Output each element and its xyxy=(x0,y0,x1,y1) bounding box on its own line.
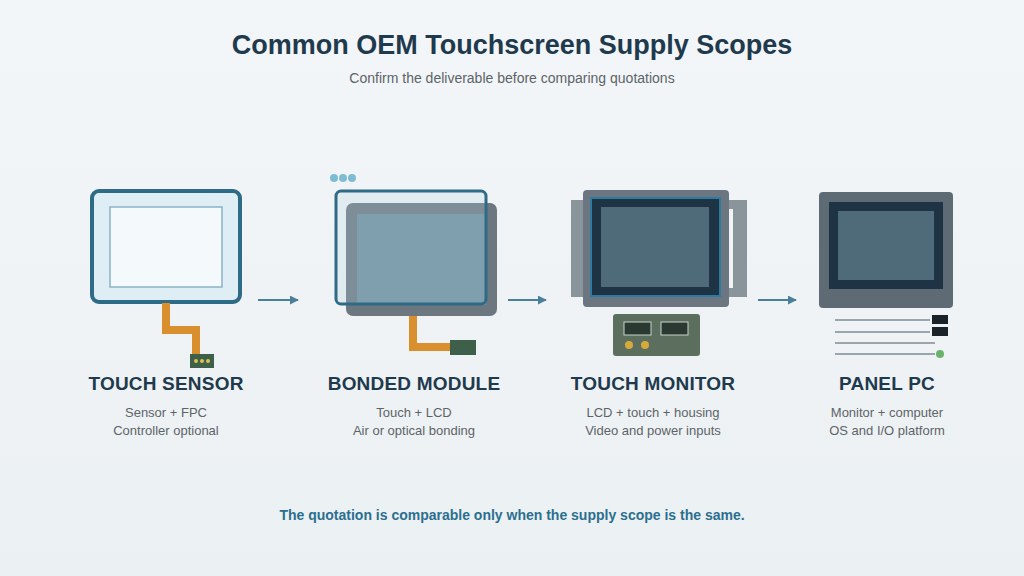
scope-description: Monitor + computer xyxy=(737,405,1024,420)
pc-housing xyxy=(819,192,953,308)
mount-bracket xyxy=(571,200,585,297)
subtitle: Confirm the deliverable before comparing… xyxy=(0,70,1024,86)
diagram-title: Common OEM Touchscreen Supply Scopes xyxy=(0,30,1024,61)
status-led xyxy=(936,350,944,358)
video-port xyxy=(661,322,688,335)
monitor-screen xyxy=(601,207,709,287)
scope-description: OS and I/O platform xyxy=(737,423,1024,438)
sensor-area xyxy=(110,207,222,287)
scope-heading: TOUCH SENSOR xyxy=(16,373,316,395)
port xyxy=(932,327,948,336)
pc-bezel xyxy=(829,202,943,289)
scope-description: Sensor + FPC xyxy=(16,405,316,420)
io-line xyxy=(835,331,930,333)
pin xyxy=(200,359,204,363)
caption: The quotation is comparable only when th… xyxy=(0,507,1024,523)
io-board xyxy=(613,314,700,356)
io-line xyxy=(835,353,935,355)
scope-heading: TOUCH MONITOR xyxy=(503,373,803,395)
flow-arrow xyxy=(758,299,796,301)
power-jack xyxy=(641,341,649,349)
scope-heading: BONDED MODULE xyxy=(264,373,564,395)
scope-description: Controller optional xyxy=(16,423,316,438)
sensor-illustration xyxy=(92,191,240,368)
io-line xyxy=(835,342,935,344)
io-line xyxy=(835,319,930,321)
dot xyxy=(348,174,356,182)
fpc-cable xyxy=(413,316,452,347)
power-jack xyxy=(625,341,633,349)
scope-item: PANEL PCMonitor + computerOS and I/O pla… xyxy=(796,170,962,372)
scope-description: Video and power inputs xyxy=(503,423,803,438)
fpc-connector xyxy=(190,354,214,368)
video-port xyxy=(624,322,651,335)
scope-item: TOUCH MONITORLCD + touch + housingVideo … xyxy=(546,170,758,372)
pin xyxy=(206,359,210,363)
scope-description: Air or optical bonding xyxy=(264,423,564,438)
port xyxy=(932,315,948,324)
scope-description: Touch + LCD xyxy=(264,405,564,420)
monitor-bezel xyxy=(591,198,720,296)
scope-item: TOUCH SENSORSensor + FPCController optio… xyxy=(86,170,258,372)
monitor-illustration xyxy=(571,190,747,356)
flow-arrow xyxy=(258,299,298,301)
monitor-housing xyxy=(583,190,729,307)
mount-bracket xyxy=(733,200,747,297)
dot xyxy=(330,174,338,182)
dot xyxy=(339,174,347,182)
module-illustration xyxy=(330,174,497,355)
pc-screen xyxy=(838,211,934,280)
flow-arrow xyxy=(508,299,546,301)
scope-description: LCD + touch + housing xyxy=(503,405,803,420)
fpc-cable xyxy=(166,303,196,356)
panelpc-illustration xyxy=(819,192,953,358)
scope-heading: PANEL PC xyxy=(737,373,1024,395)
sensor-glass xyxy=(92,191,240,302)
scope-item: BONDED MODULETouch + LCDAir or optical b… xyxy=(298,170,508,372)
fpc-connector xyxy=(450,340,476,355)
touch-layer xyxy=(336,191,486,304)
pin xyxy=(194,359,198,363)
